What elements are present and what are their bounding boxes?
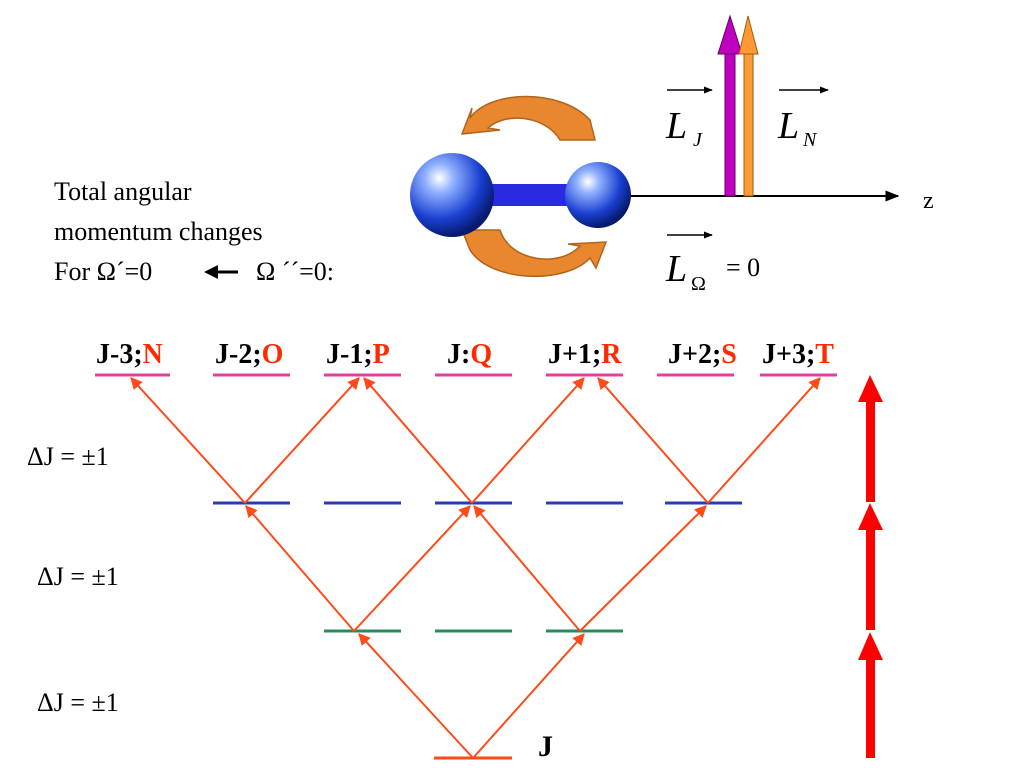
lomega-vector-label: L Ω = 0 <box>665 231 760 295</box>
transition-arrow <box>472 633 585 759</box>
intro-line-3-suffix: Ω ´´=0: <box>256 257 334 286</box>
z-axis-label: z <box>923 188 934 214</box>
transition-arrow <box>353 505 471 632</box>
molecule-illustration: z <box>410 95 934 278</box>
lomega-symbol: L <box>665 248 687 290</box>
delta-j-label-top: ΔJ = ±1 <box>27 442 109 471</box>
photon-arrow-icon <box>858 632 883 758</box>
lj-subscript: J <box>693 129 703 151</box>
transition-arrow <box>244 377 360 504</box>
molecule-bond <box>480 184 590 206</box>
delta-j-label-middle: ΔJ = ±1 <box>37 562 119 591</box>
photon-arrow-icon <box>858 375 883 502</box>
ln-vector-label: L N <box>777 86 829 151</box>
ln-subscript: N <box>802 129 818 151</box>
transition-arrow <box>358 633 474 759</box>
ground-level-label: J <box>538 730 553 763</box>
left-arrow-icon <box>204 265 238 279</box>
photon-arrow-icon <box>858 503 883 630</box>
ln-symbol: L <box>777 105 799 147</box>
rotation-arrow-top-icon <box>460 95 596 141</box>
transition-arrow <box>245 505 355 632</box>
lomega-subscript: Ω <box>691 273 706 295</box>
delta-j-label-bottom: ΔJ = ±1 <box>37 688 119 717</box>
transition-arrow <box>473 505 581 632</box>
transition-arrow <box>579 505 707 632</box>
level-label-o: J-2;O <box>215 339 283 370</box>
level-label-q: J:Q <box>447 339 492 370</box>
rotation-arrow-bottom-icon <box>460 229 608 278</box>
top-level-labels: J-3;N J-2;O J-1;P J:Q J+1;R J+2;S J+3;T <box>96 339 834 370</box>
lj-symbol: L <box>665 105 687 147</box>
small-atom <box>565 162 631 228</box>
transition-arrow <box>597 377 709 504</box>
level-label-t: J+3;T <box>762 339 834 370</box>
level-label-p: J-1;P <box>326 339 390 370</box>
lomega-value: = 0 <box>726 253 760 282</box>
transition-arrow <box>363 377 473 504</box>
ln-vector-arrow <box>738 15 759 197</box>
level-label-s: J+2;S <box>668 339 737 370</box>
photon-step-arrows <box>858 375 883 758</box>
intro-line-1: Total angular <box>54 177 192 206</box>
transition-arrow <box>471 377 585 504</box>
intro-line-3-prefix: For Ω´=0 <box>54 257 152 286</box>
transitions <box>130 377 821 759</box>
intro-line-2: momentum changes <box>54 217 263 246</box>
transition-arrow <box>707 377 821 504</box>
lj-vector-arrow <box>717 14 743 197</box>
level-label-r: J+1;R <box>548 339 622 370</box>
level-label-n: J-3;N <box>96 339 163 370</box>
lj-vector-label: L J <box>665 86 713 151</box>
large-atom <box>410 153 494 237</box>
transition-arrow <box>130 377 246 504</box>
